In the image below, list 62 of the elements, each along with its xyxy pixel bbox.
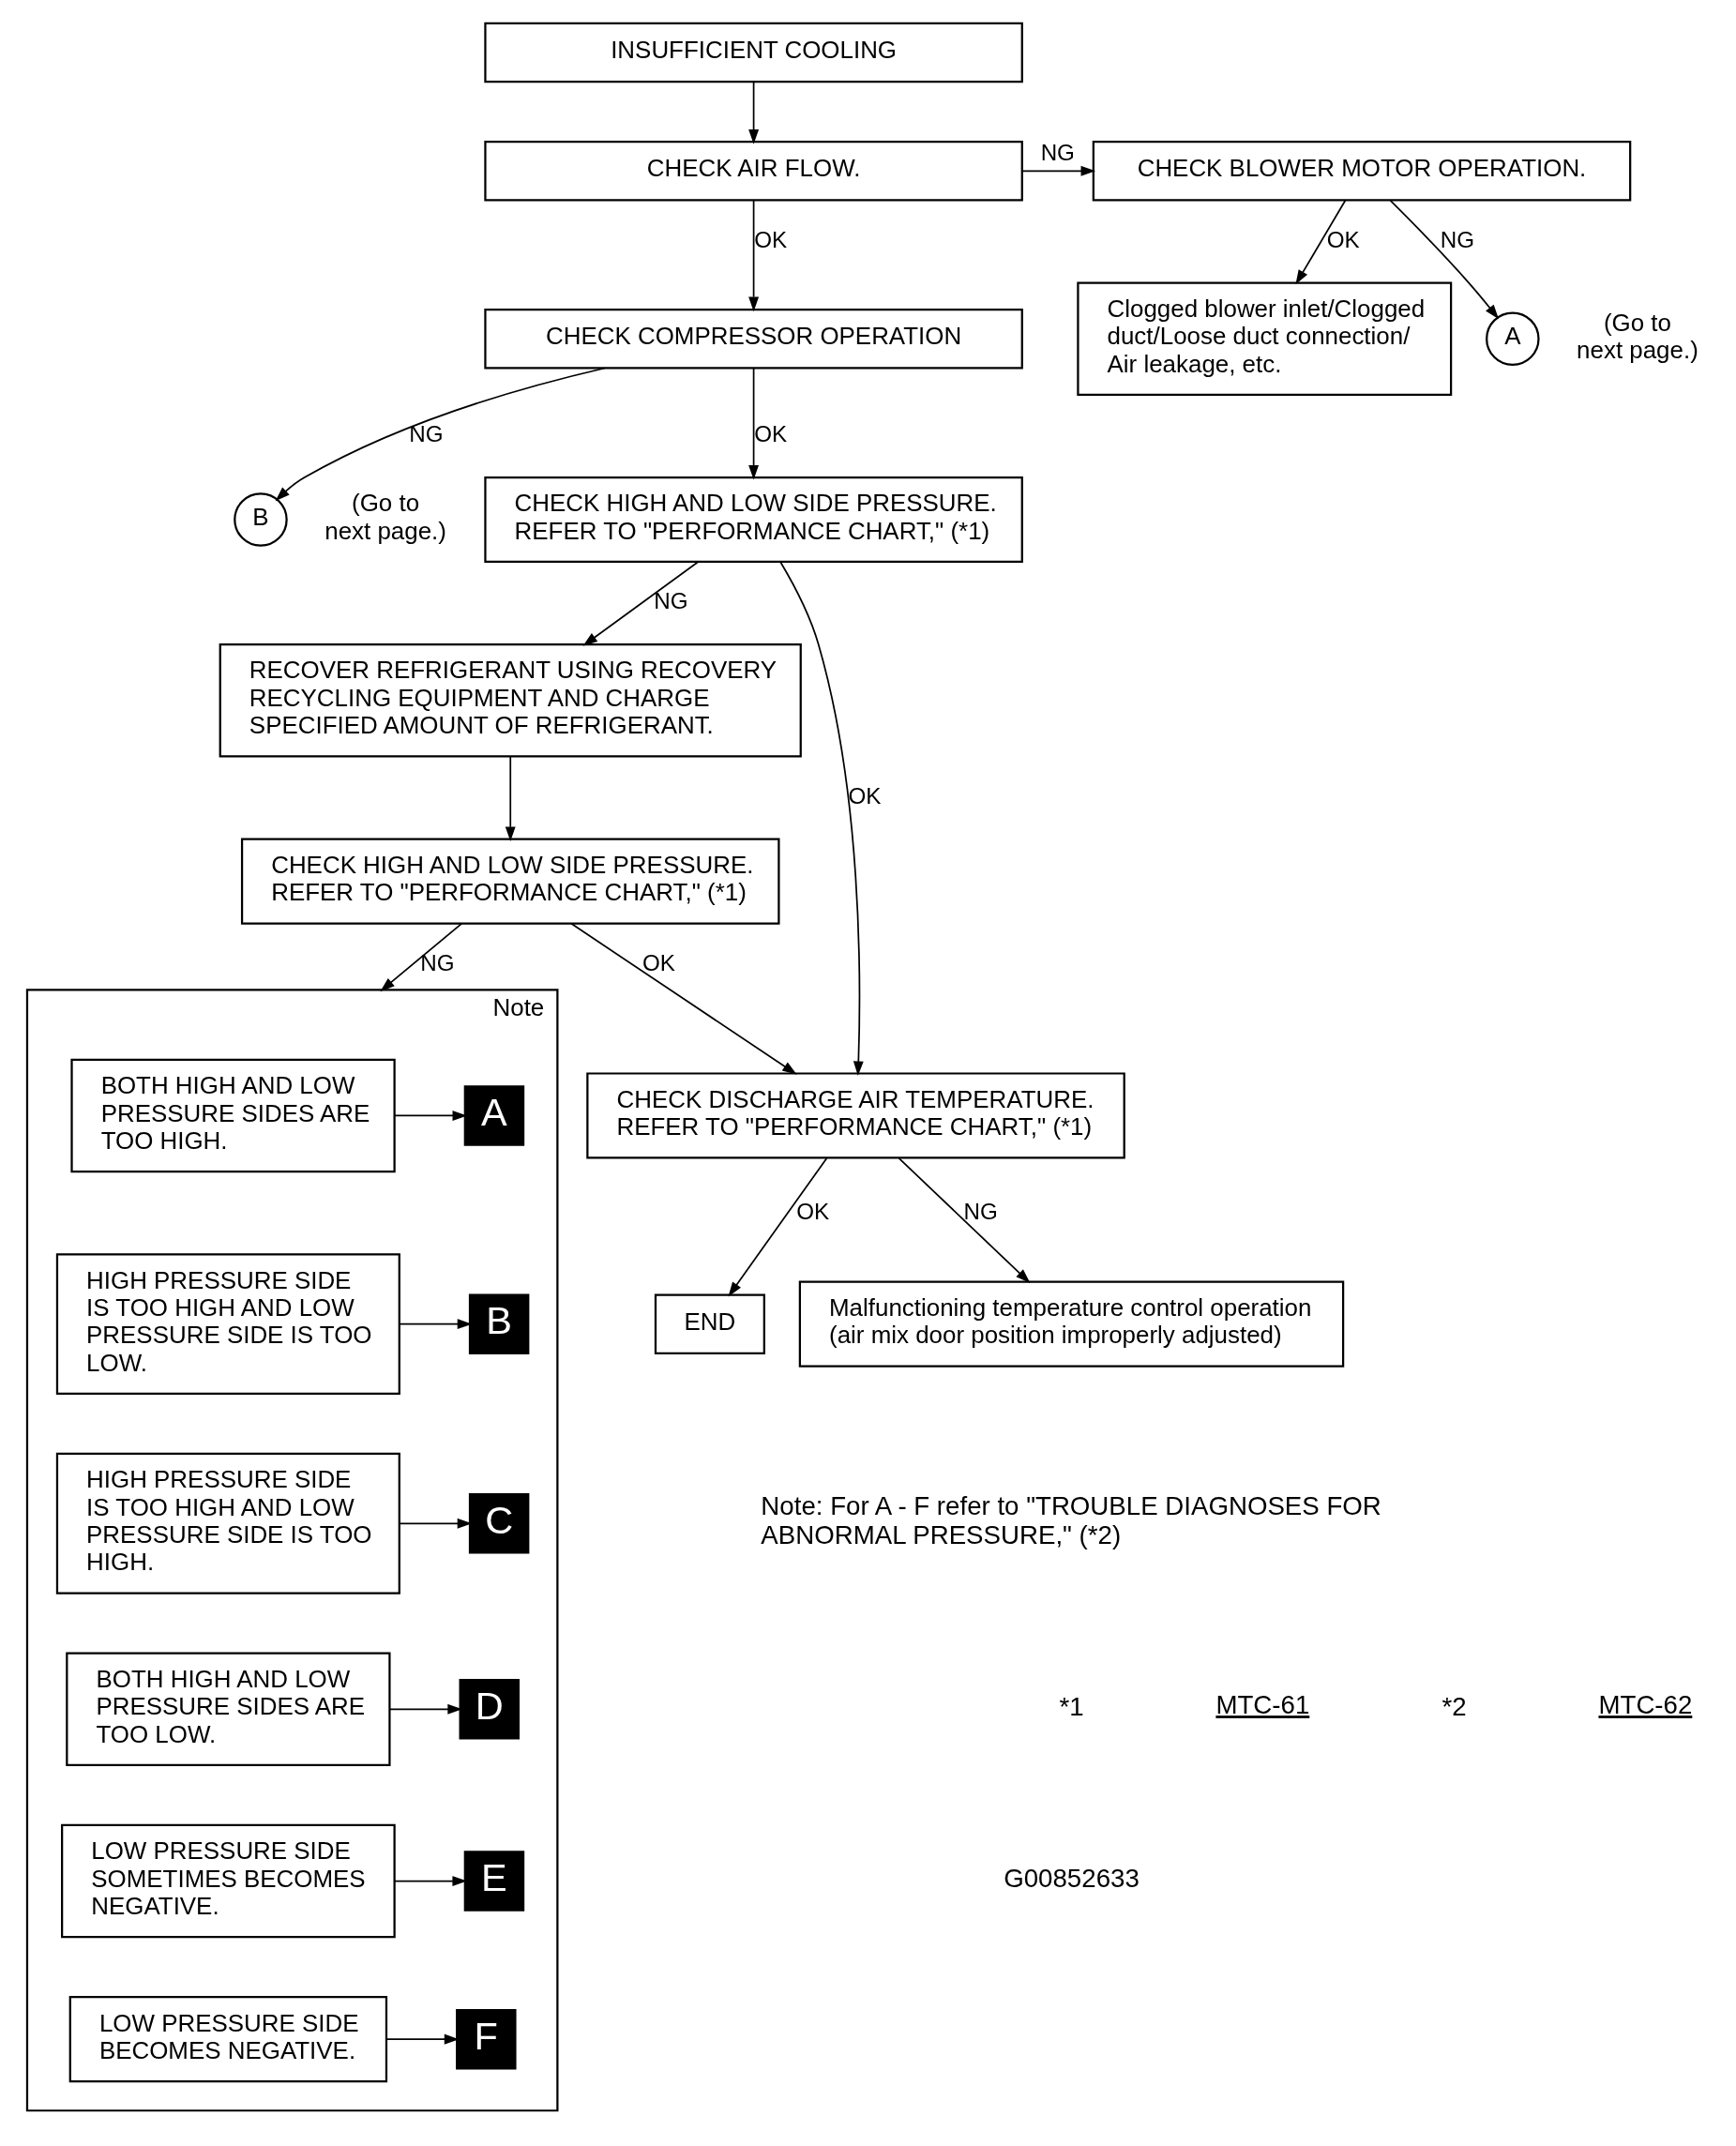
- node-box: F: [456, 2008, 517, 2069]
- arrow: [388, 1703, 462, 1715]
- label: G00852633: [1004, 1863, 1140, 1893]
- edge-label: NG: [963, 1198, 998, 1224]
- arrow: [582, 560, 699, 646]
- arrow: [748, 81, 760, 144]
- edge-label: NG: [409, 420, 444, 446]
- node-label: (Go to next page.): [1577, 309, 1698, 363]
- arrow: [748, 367, 760, 479]
- arrow: [779, 561, 864, 1076]
- node-box: END: [654, 1292, 765, 1354]
- arrow: [728, 1156, 828, 1296]
- node-circle: B: [234, 491, 288, 547]
- edge-label: NG: [654, 587, 688, 613]
- arrow: [275, 367, 606, 501]
- edge-label: OK: [796, 1198, 830, 1224]
- arrow: [1295, 199, 1347, 284]
- node-box: Malfunctioning temperature control operation (air mix door position improperly adjusted): [798, 1280, 1345, 1368]
- node-box: A: [463, 1084, 525, 1146]
- node-box: CHECK BLOWER MOTOR OPERATION.: [1092, 140, 1632, 201]
- edge-label: NG: [1040, 139, 1075, 165]
- arrow: [898, 1156, 1031, 1283]
- node-box: D: [459, 1678, 520, 1740]
- arrow: [748, 199, 760, 311]
- node-box: CHECK AIR FLOW.: [484, 140, 1023, 201]
- node-box: E: [463, 1850, 525, 1912]
- node-box: INSUFFICIENT COOLING: [484, 22, 1023, 83]
- edge-label: OK: [642, 949, 675, 975]
- node-box: B: [468, 1292, 530, 1354]
- node-label: (Go to next page.): [325, 489, 446, 544]
- node-box: CHECK HIGH AND LOW SIDE PRESSURE. REFER TO "PERFORMANCE CHART," (*1): [484, 476, 1023, 563]
- node-box: CHECK COMPRESSOR OPERATION: [484, 308, 1023, 369]
- label: *1: [1059, 1691, 1084, 1721]
- node-box: C: [468, 1492, 530, 1554]
- edge-label: OK: [754, 226, 788, 252]
- arrow: [1021, 165, 1096, 176]
- arrow: [385, 2033, 460, 2045]
- edge-label: OK: [754, 420, 788, 446]
- arrow: [380, 922, 462, 991]
- label: Note: For A - F refer to "TROUBLE DIAGNOSES FOR ABNORMAL PRESSURE," (*2): [761, 1490, 1381, 1549]
- node-circle: A: [1486, 310, 1540, 366]
- edge-label: OK: [1326, 226, 1360, 252]
- arrow: [1389, 199, 1500, 319]
- node-box: BOTH HIGH AND LOW PRESSURE SIDES ARE TOO LOW.: [66, 1652, 391, 1766]
- node-box: HIGH PRESSURE SIDE IS TOO HIGH AND LOW PRESSURE SIDE IS TOO HIGH.: [55, 1452, 400, 1594]
- arrow: [505, 755, 516, 841]
- node-box: LOW PRESSURE SIDE BECOMES NEGATIVE.: [68, 1995, 388, 2082]
- label: MTC-61: [1215, 1689, 1310, 1719]
- node-box: RECOVER REFRIGERANT USING RECOVERY RECYCLING EQUIPMENT AND CHARGE SPECIFIED AMOUNT OF REFRIGERANT.: [219, 642, 802, 758]
- edge-label: NG: [420, 949, 455, 975]
- arrow: [393, 1875, 467, 1886]
- node-box: Clogged blower inlet/Clogged duct/Loose duct connection/ Air leakage, etc.: [1077, 280, 1453, 396]
- node-box: CHECK DISCHARGE AIR TEMPERATURE. REFER TO "PERFORMANCE CHART," (*1): [586, 1071, 1125, 1159]
- arrow: [570, 922, 797, 1075]
- edge-label: NG: [1440, 226, 1475, 252]
- node-box: CHECK HIGH AND LOW SIDE PRESSURE. REFER TO "PERFORMANCE CHART," (*1): [240, 838, 780, 925]
- label: MTC-62: [1598, 1689, 1693, 1719]
- edge-label: OK: [848, 782, 882, 809]
- label: *2: [1442, 1691, 1467, 1721]
- node-box: BOTH HIGH AND LOW PRESSURE SIDES ARE TOO HIGH.: [70, 1058, 396, 1172]
- node-box: LOW PRESSURE SIDE SOMETIMES BECOMES NEGATIVE.: [61, 1823, 396, 1938]
- node-box: HIGH PRESSURE SIDE IS TOO HIGH AND LOW PRESSURE SIDE IS TOO LOW.: [55, 1252, 400, 1395]
